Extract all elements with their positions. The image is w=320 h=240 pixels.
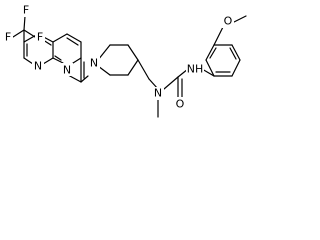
carbonyl-oxygen-label: O: [176, 98, 185, 111]
molecule-structure: F F F N N N N O NH O: [3, 4, 247, 118]
piperidine-nitrogen-label: N: [90, 57, 98, 70]
atom-labels: F F F N N N N O NH O: [3, 4, 234, 111]
methoxy-oxygen-label: O: [224, 15, 233, 28]
naphthyridine-nitrogen-6-label: N: [63, 64, 71, 77]
naphthyridine-nitrogen-1-label: N: [34, 60, 42, 73]
fluorine-label-right: F: [37, 31, 43, 44]
bond-lines: [12, 15, 247, 118]
fluorine-label-top: F: [23, 4, 29, 17]
methyl-amine-nitrogen-label: N: [154, 87, 162, 100]
fluorine-label-left: F: [5, 31, 11, 44]
amide-nh-label: NH: [187, 63, 204, 76]
